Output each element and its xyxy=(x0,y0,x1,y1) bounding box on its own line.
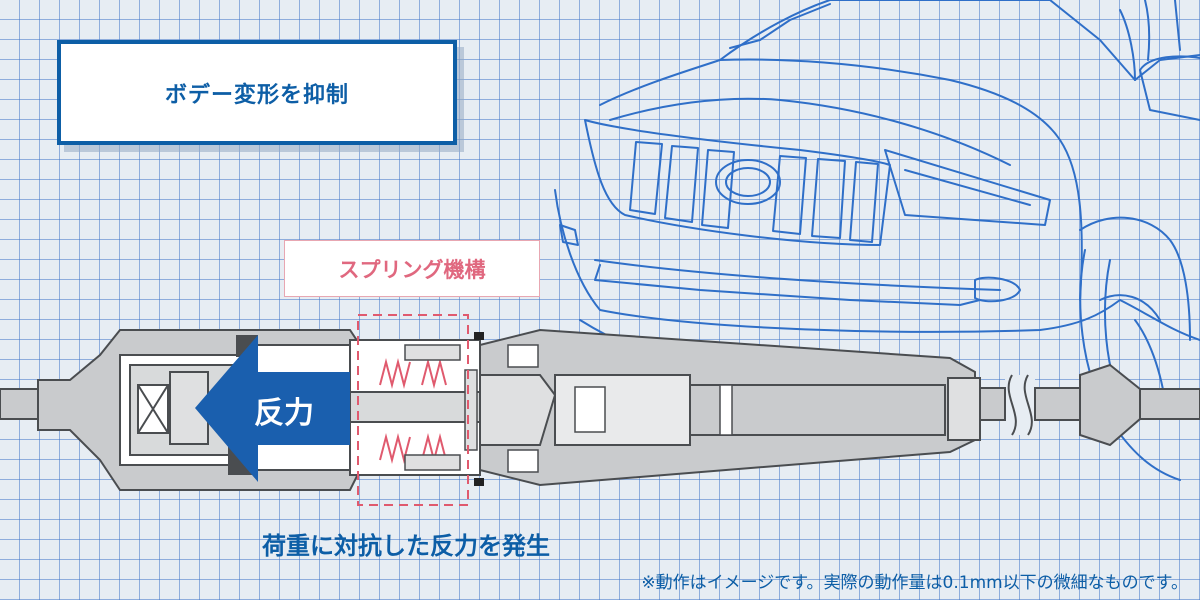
rod-nut xyxy=(574,386,606,433)
right-rod xyxy=(1139,388,1200,420)
lower-retainer xyxy=(404,454,461,471)
right-mount xyxy=(1079,363,1141,447)
caption-label: 荷重に対抗した反力を発生 xyxy=(262,532,550,560)
seal-mark-top xyxy=(474,332,484,340)
title-callout: ボデー変形を抑制 xyxy=(57,40,457,145)
spring-label: スプリング機構 xyxy=(338,257,486,282)
coupler-left xyxy=(979,387,1006,421)
end-fitting xyxy=(947,377,981,441)
stop-plate xyxy=(464,369,478,451)
reaction-force-arrow-icon xyxy=(195,335,350,482)
plunger-shaft xyxy=(349,391,481,423)
rod-guide xyxy=(479,374,557,446)
coupler-right xyxy=(1034,387,1081,421)
spring-callout: スプリング機構 xyxy=(284,240,540,297)
force-label: 反力 xyxy=(254,396,314,431)
footnote: ※動作はイメージです。実際の動作量は0.1mm以下の微細なものです。 xyxy=(641,573,1188,593)
guide-bolt-top xyxy=(507,344,539,368)
guide-bolt-bottom xyxy=(507,449,539,473)
upper-spring xyxy=(379,358,447,389)
break-gap xyxy=(1005,375,1035,435)
end-block-cross-icon xyxy=(137,384,169,434)
title-label: ボデー変形を抑制 xyxy=(164,82,349,108)
upper-retainer xyxy=(404,344,461,361)
rod-band xyxy=(719,384,733,436)
seal-mark-bottom xyxy=(474,478,484,486)
break-line xyxy=(1007,374,1033,436)
